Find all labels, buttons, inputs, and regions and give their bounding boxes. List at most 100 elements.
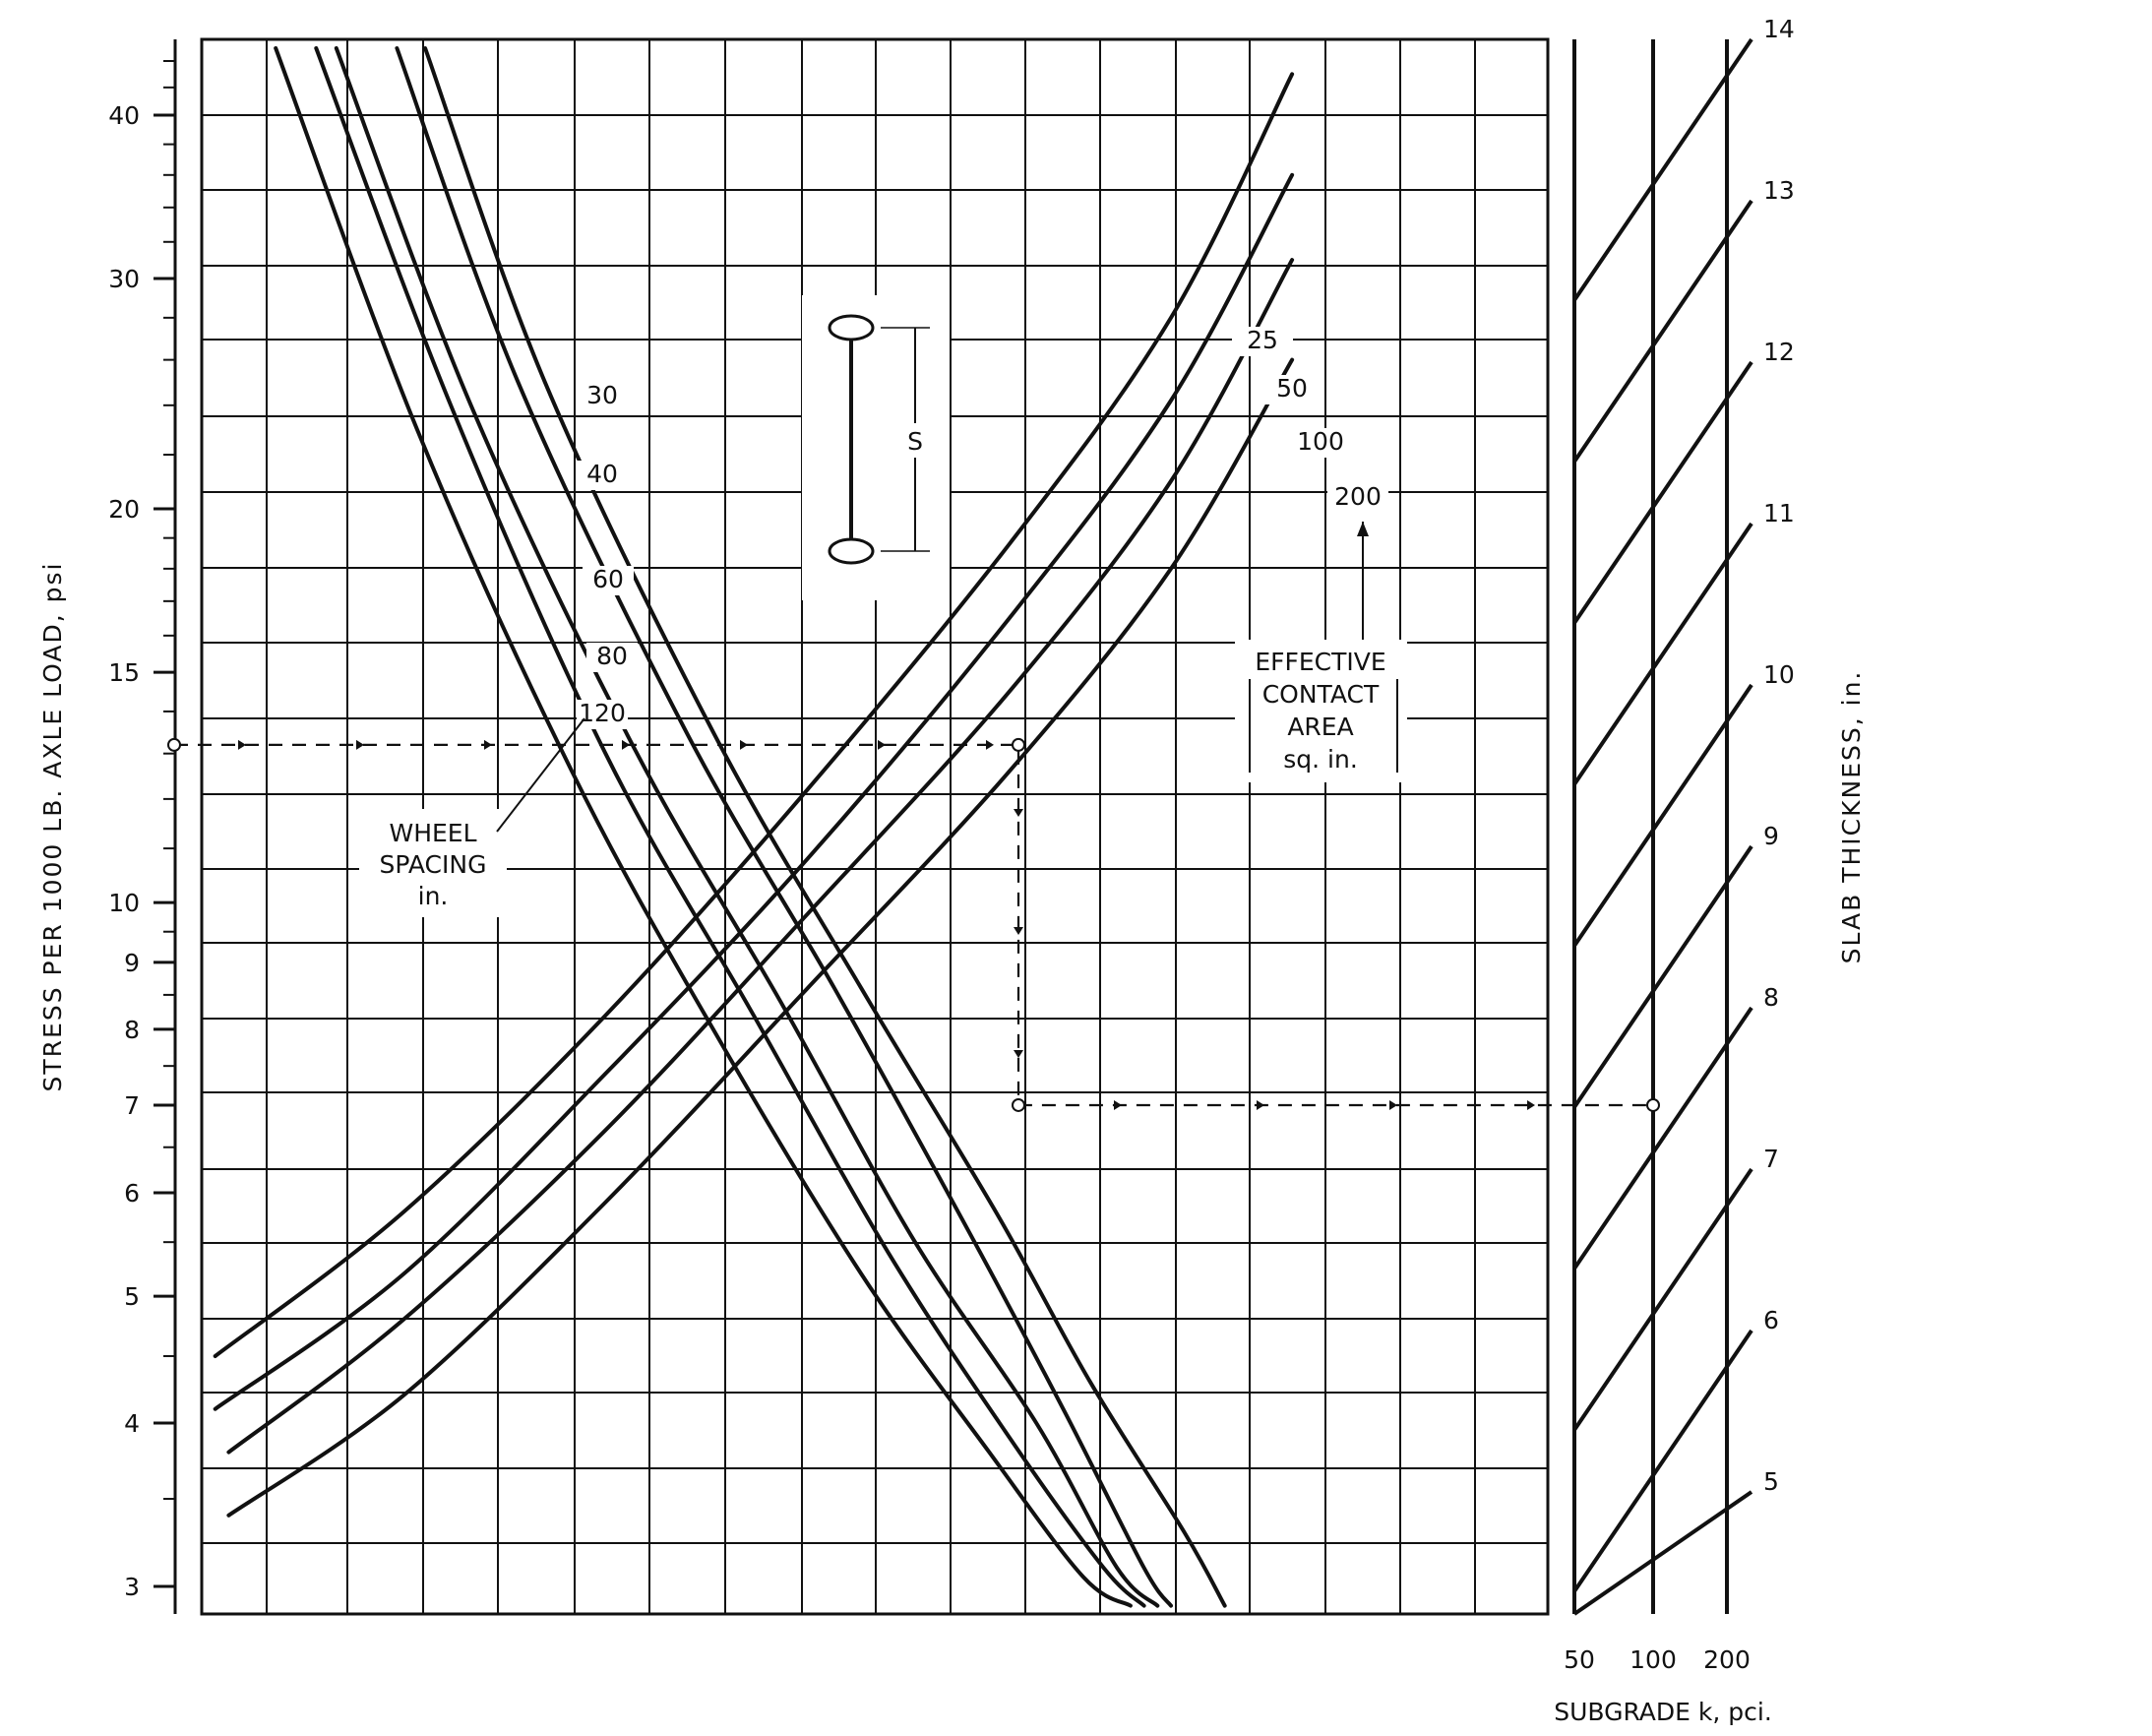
slab-thickness-label: 9	[1763, 822, 1779, 850]
wheel-spacing-label-120: 120	[579, 699, 626, 727]
slab-thickness-line	[1572, 522, 1753, 786]
contact-area-curve-50	[213, 172, 1295, 1411]
wheel-spacing-label-30-bg	[577, 382, 628, 411]
diagram-background	[802, 295, 950, 600]
wheel-spacing-title: SPACING	[380, 850, 487, 879]
slab-thickness-label: 13	[1763, 176, 1795, 205]
slab-thickness-label: 6	[1763, 1306, 1779, 1334]
chart-frame	[173, 37, 1550, 1616]
y-axis-title: STRESS PER 1000 LB. AXLE LOAD, psi	[38, 562, 67, 1092]
chart-labels: 304060801202550100200WHEELSPACINGin.EFFE…	[359, 326, 1407, 917]
wheel-spacing-label-60: 60	[592, 565, 624, 593]
contact-area-title: EFFECTIVE	[1255, 648, 1385, 676]
contact-area-label-25: 25	[1247, 326, 1278, 354]
y-tick-label: 8	[124, 1016, 140, 1044]
arrowhead	[1014, 927, 1023, 935]
wheel-top-icon	[828, 314, 875, 341]
contact-area-title: CONTACT	[1262, 680, 1380, 709]
contact-area-label-100: 100	[1297, 427, 1344, 456]
leader-arrowhead	[1357, 522, 1369, 536]
contact-area-title: AREA	[1287, 713, 1353, 741]
slab-thickness-line	[1572, 360, 1753, 625]
subgrade-k-label: 100	[1629, 1645, 1677, 1674]
arrowhead	[1527, 1099, 1535, 1110]
arrowhead	[356, 739, 364, 750]
slab-thickness-line	[1572, 199, 1753, 464]
y-tick-label: 30	[108, 265, 140, 293]
arrowhead	[484, 739, 492, 750]
slab-thickness-line	[1572, 1490, 1753, 1616]
path-node	[167, 737, 181, 752]
wheel-spacing-label-80: 80	[596, 642, 628, 670]
y-tick-label: 4	[124, 1409, 140, 1438]
slab-thickness-line	[1572, 683, 1753, 948]
contact-area-bg	[1235, 640, 1407, 782]
contact-area-label-100-bg	[1290, 428, 1351, 458]
arrowhead	[1014, 809, 1023, 817]
plot-border	[200, 37, 1550, 1616]
wheel-spacing-label-80-bg	[586, 643, 638, 672]
arrowhead	[740, 739, 748, 750]
x-axis-title: SUBGRADE k, pci.	[1554, 1698, 1772, 1726]
contact-area-label-50-bg	[1261, 375, 1322, 404]
arrowhead	[1389, 1099, 1397, 1110]
arrowhead	[986, 739, 994, 750]
contact-area-label-25-bg	[1232, 327, 1293, 356]
path-node	[1646, 1097, 1660, 1112]
contact-area-label-200: 200	[1334, 482, 1382, 511]
wheel-spacing-title: in.	[418, 882, 449, 910]
wheel-spacing-label-30: 30	[586, 381, 618, 409]
contact-area-label-50: 50	[1276, 374, 1308, 403]
slab-thickness-line	[1572, 37, 1753, 302]
contact-area-label-200-bg	[1327, 483, 1388, 513]
path-node	[1012, 1097, 1025, 1112]
contact-area-curve-25	[213, 72, 1295, 1358]
example-path	[167, 737, 1660, 1112]
arrowhead	[622, 739, 630, 750]
y-tick-label: 10	[108, 889, 140, 917]
slab-thickness-label: 14	[1763, 15, 1795, 43]
wheel-spacing-label-40: 40	[586, 460, 618, 488]
leader-line	[496, 717, 585, 833]
arrowhead	[1114, 1099, 1122, 1110]
wheel-spacing-label-40-bg	[577, 461, 628, 490]
arrowhead	[1257, 1099, 1264, 1110]
wheel-spacing-curve-80	[314, 46, 1146, 1608]
chart-curves	[213, 46, 1295, 1608]
slab-thickness-label: 5	[1763, 1467, 1779, 1496]
example-dashed-path	[174, 743, 1653, 1107]
y-tick-label: 5	[124, 1282, 140, 1311]
arrowhead	[1014, 1050, 1023, 1058]
y-tick-label: 20	[108, 495, 140, 524]
spacing-s-label: S	[907, 427, 923, 456]
contact-area-title: sq. in.	[1283, 745, 1358, 774]
contact-area-curve-100	[226, 258, 1295, 1455]
y-tick-label: 40	[108, 101, 140, 130]
arrowhead	[878, 739, 886, 750]
y-tick-label: 15	[108, 658, 140, 687]
path-node	[1012, 737, 1025, 752]
wheel-spacing-curve-40	[395, 46, 1173, 1608]
wheel-bottom-icon	[828, 537, 875, 565]
slab-axis-title: SLAB THICKNESS, in.	[1837, 670, 1866, 964]
wheel-spacing-curve-60	[334, 46, 1160, 1608]
y-tick-label: 6	[124, 1179, 140, 1208]
slab-thickness-label: 7	[1763, 1145, 1779, 1173]
subgrade-k-label: 50	[1564, 1645, 1595, 1674]
wheel-spacing-bg	[359, 809, 507, 917]
slab-thickness-label: 10	[1763, 660, 1795, 689]
slab-thickness-label: 11	[1763, 499, 1795, 527]
wheel-spacing-curve-30	[423, 46, 1227, 1608]
slab-thickness-line	[1572, 1167, 1753, 1432]
wheel-spacing-label-60-bg	[583, 566, 634, 595]
wheel-spacing-diagram: S	[802, 295, 950, 600]
y-tick-label: 7	[124, 1091, 140, 1120]
contact-area-curve-200	[226, 357, 1295, 1518]
y-tick-label: 9	[124, 949, 140, 977]
slab-thickness-label: 8	[1763, 983, 1779, 1012]
wheel-spacing-label-120-bg	[577, 700, 628, 729]
arrowhead	[238, 739, 246, 750]
